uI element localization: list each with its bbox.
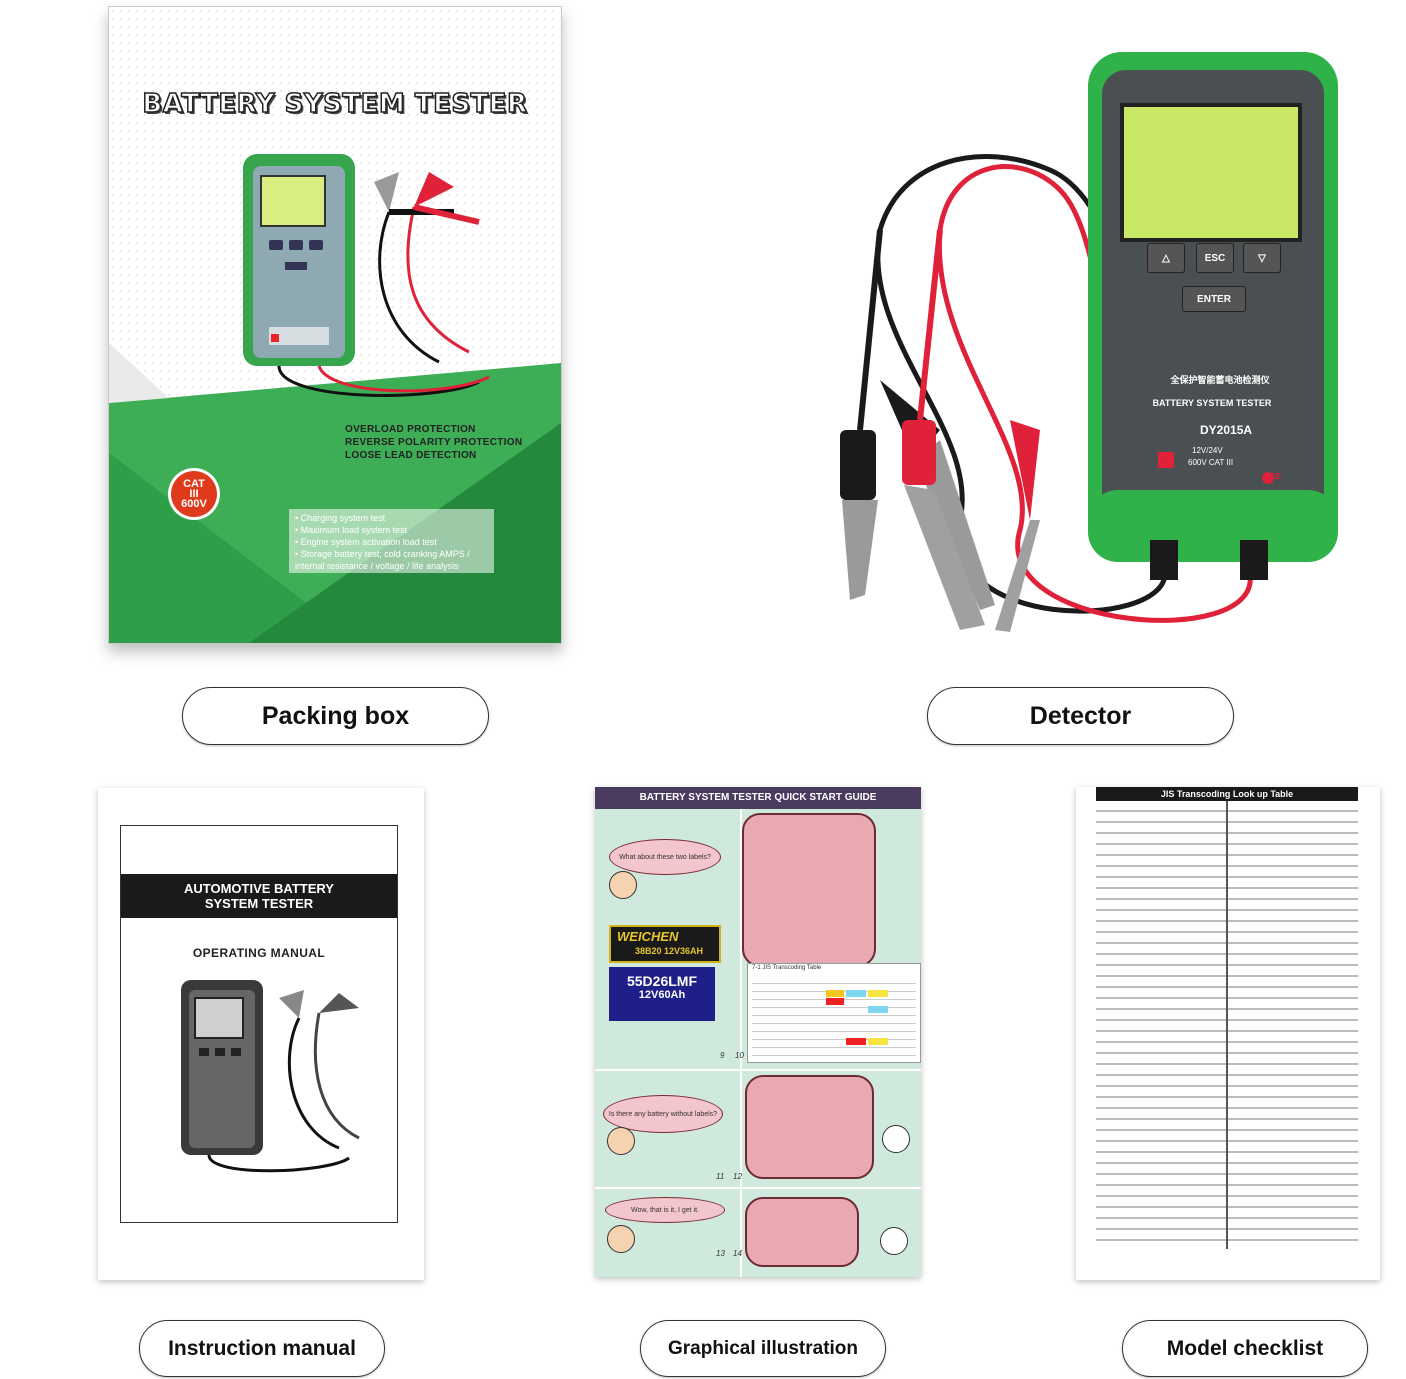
- up-button: △: [1147, 243, 1185, 273]
- box-device-illustration: [243, 154, 490, 397]
- child-face-1: [609, 871, 637, 899]
- guide-divider-2: [595, 1187, 921, 1189]
- manual-frame: AUTOMOTIVE BATTERY SYSTEM TESTER OPERATI…: [120, 825, 398, 1223]
- guide-divider-1: [595, 1069, 921, 1071]
- test-5: internal resistance / voltage / life ana…: [295, 561, 459, 571]
- label-instruction-manual: Instruction manual: [139, 1320, 385, 1377]
- detector-model: DY2015A: [1200, 423, 1253, 437]
- battery-sticker-1: WEICHEN 38B20 12V36AH: [609, 925, 721, 963]
- detector-rating-2: 600V CAT III: [1188, 458, 1234, 467]
- model-checklist-image: JIS Transcoding Look up Table: [1076, 787, 1380, 1280]
- detector-rating-1: 12V/24V: [1192, 446, 1223, 455]
- packing-box-image: BATTERY SYSTEM TESTER OVERLOAD PROTECTIO…: [108, 6, 562, 644]
- dog-face-1: [882, 1125, 910, 1153]
- cat-badge-line-3: 600V: [181, 498, 207, 510]
- test-1: • Charging system test: [295, 513, 386, 523]
- detector-image: [840, 52, 1338, 632]
- page-number-12: 12: [733, 1172, 742, 1181]
- page-number-9: 9: [720, 1051, 725, 1060]
- guide-question-1: What about these two labels?: [609, 839, 721, 875]
- cat-badge: CAT III 600V: [171, 471, 217, 517]
- jis-mini-table: 7-1 JIS Transcoding Table: [747, 963, 921, 1063]
- guide-answer-bubble-2: [745, 1075, 874, 1179]
- guide-header: BATTERY SYSTEM TESTER QUICK START GUIDE: [595, 787, 921, 809]
- box-features: OVERLOAD PROTECTION REVERSE POLARITY PRO…: [345, 423, 522, 462]
- guide-question-2: Is there any battery without labels?: [603, 1095, 723, 1133]
- label-detector: Detector: [927, 687, 1234, 745]
- checklist-header: JIS Transcoding Look up Table: [1096, 787, 1358, 801]
- cat-badge-line-1: CAT: [183, 478, 205, 490]
- dog-face-2: [880, 1227, 908, 1255]
- manual-title-line-2: SYSTEM TESTER: [204, 896, 314, 911]
- detector-chinese-label: 全保护智能蓄电池检测仪: [1170, 376, 1270, 386]
- test-3: • Engine system activation load test: [295, 537, 437, 547]
- box-title: BATTERY SYSTEM TESTER: [142, 88, 528, 120]
- manual-subtitle: OPERATING MANUAL: [192, 946, 326, 960]
- label-graphical-illustration: Graphical illustration: [640, 1320, 886, 1377]
- down-button: ▽: [1243, 243, 1281, 273]
- enter-button: ENTER: [1182, 286, 1246, 312]
- manual-title-line-1: AUTOMOTIVE BATTERY: [184, 881, 334, 896]
- child-face-3: [607, 1225, 635, 1253]
- page-number-13: 13: [716, 1249, 725, 1258]
- sticker-model: 38B20 12V36AH: [635, 946, 704, 956]
- guide-vertical-divider: [740, 809, 742, 1277]
- guide-answer-bubble-1: [742, 813, 876, 967]
- guide-answer-bubble-3: [745, 1197, 859, 1267]
- instruction-manual-image: AUTOMOTIVE BATTERY SYSTEM TESTER OPERATI…: [98, 788, 424, 1280]
- sticker2-line-1: 55D26LMF: [626, 973, 698, 989]
- detector-ce-mark: CE: [1270, 472, 1282, 481]
- checklist-column-divider: [1226, 801, 1228, 1249]
- battery-sticker-2: 55D26LMF 12V60Ah: [609, 967, 715, 1021]
- page-number-14: 14: [733, 1249, 742, 1258]
- detector-device-label: BATTERY SYSTEM TESTER: [1152, 398, 1272, 408]
- manual-title-band: AUTOMOTIVE BATTERY SYSTEM TESTER: [121, 874, 397, 918]
- cat-badge-line-2: III: [189, 488, 199, 500]
- test-2: • Maximum load system test: [295, 525, 408, 535]
- feature-1: OVERLOAD PROTECTION: [345, 424, 476, 435]
- mini-table-title: 7-1 JIS Transcoding Table: [752, 965, 822, 971]
- child-face-2: [607, 1127, 635, 1155]
- label-model-checklist: Model checklist: [1122, 1320, 1368, 1377]
- esc-button: ESC: [1196, 243, 1234, 273]
- page-number-10: 10: [735, 1051, 744, 1060]
- box-test-list: • Charging system test • Maximum load sy…: [289, 509, 494, 573]
- sticker-brand: WEICHEN: [617, 929, 679, 944]
- manual-device-illustration: [181, 980, 360, 1173]
- guide-question-3: Wow, that is it, I get it.: [605, 1197, 725, 1223]
- page-number-11: 11: [716, 1172, 725, 1181]
- sticker2-line-2: 12V60Ah: [638, 989, 686, 1001]
- feature-2: REVERSE POLARITY PROTECTION: [345, 437, 523, 448]
- label-packing-box: Packing box: [182, 687, 489, 745]
- feature-3: LOOSE LEAD DETECTION: [345, 450, 477, 461]
- test-4: • Storage battery test; cold cranking AM…: [295, 549, 470, 559]
- quick-start-guide-image: BATTERY SYSTEM TESTER QUICK START GUIDE …: [595, 787, 921, 1277]
